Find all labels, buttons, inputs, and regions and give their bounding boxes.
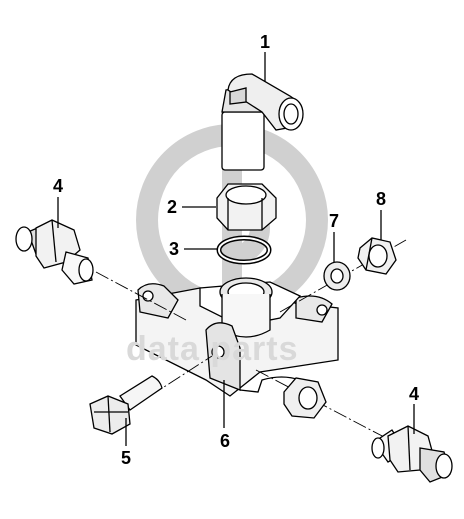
callout-2: 2 [166,197,177,217]
watermark-text: data parts [126,330,299,368]
bolt-icon [89,375,163,435]
callout-3: 3 [168,239,179,259]
elbow-fitting-icon [221,73,304,171]
straight-fitting-icon-upper [15,219,94,285]
callout-6: 6 [219,431,230,451]
callout-7: 7 [328,211,339,231]
callout-4-lower: 4 [408,384,419,404]
straight-fitting-icon-lower [371,425,453,483]
o-ring-icon [216,235,272,265]
callout-1: 1 [259,32,270,52]
fitting-nut-icon [283,377,327,419]
callout-5: 5 [120,448,131,468]
bracket-housing-icon [135,277,339,397]
hex-nut-icon [216,183,277,231]
callout-4-upper: 4 [52,176,63,196]
washer-icon [323,261,351,291]
callout-8: 8 [375,189,386,209]
lock-nut-icon [357,237,397,275]
